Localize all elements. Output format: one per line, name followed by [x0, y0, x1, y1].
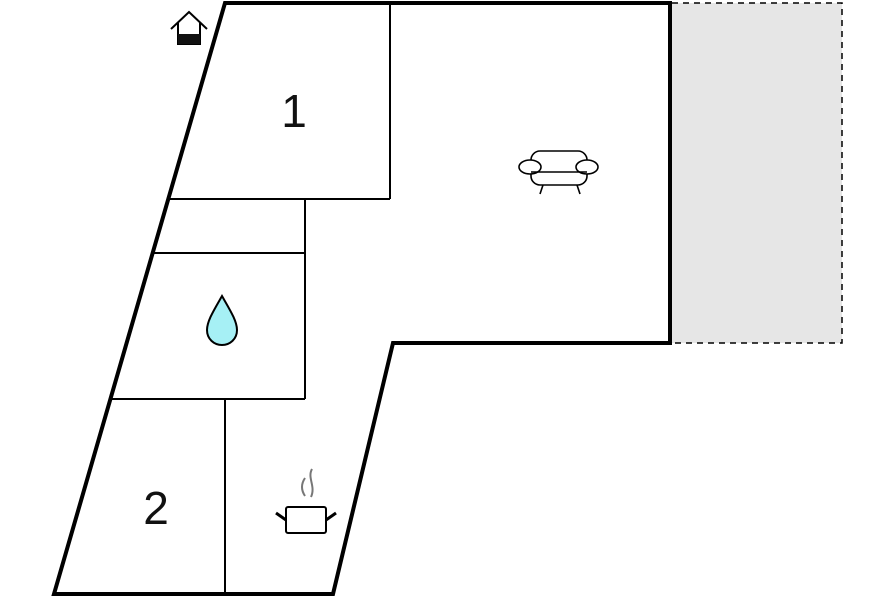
cooking-pot-icon [275, 468, 337, 534]
room-label-1: 1 [281, 85, 307, 137]
interior-walls [112, 3, 391, 594]
room-label-2: 2 [143, 482, 169, 534]
water-drop-icon [205, 293, 239, 347]
house-entrance-icon [170, 10, 208, 45]
terrace-area [672, 2, 843, 344]
sofa-icon [518, 150, 599, 195]
outer-wall [51, 1, 672, 596]
